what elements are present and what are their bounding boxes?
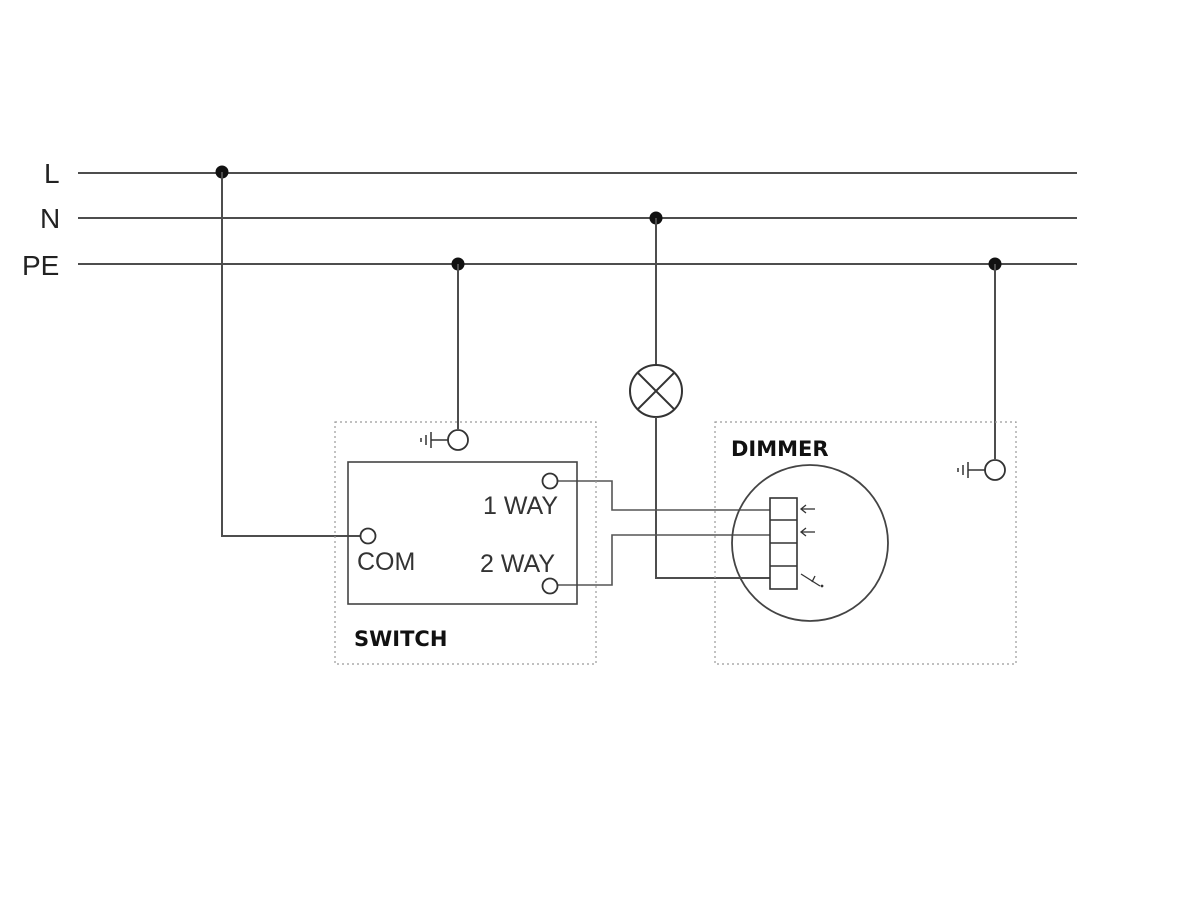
load-terminal-icon [800,573,824,588]
2way-label: 2 WAY [480,550,555,578]
earth-terminal-icon [420,429,469,451]
arrow-left-icon [799,504,815,514]
traveller-2way-wire [558,534,779,586]
lamp-to-dimmer-wire [655,417,779,579]
rail-label-l: L [44,158,60,189]
rail-label-pe: PE [22,250,59,281]
com-label: COM [357,548,415,576]
dimmer-module: DIMMER [714,421,1017,665]
switch-title: SWITCH [354,627,447,651]
switch-enclosure [334,421,597,665]
dimmer-terminal-block [769,497,798,590]
dimmer-title: DIMMER [731,437,829,461]
rail-label-n: N [40,203,60,234]
live-to-com-wire [221,172,362,537]
dimmer-enclosure [714,421,1017,665]
switch-body [347,461,578,605]
2way-terminal [541,577,559,595]
switch-module: COM 1 WAY 2 WAY SWITCH [334,421,597,665]
arrow-left-icon [799,527,815,537]
supply-rails: L N PE [22,158,1077,281]
earth-terminal-icon [957,459,1006,481]
1way-terminal [541,472,559,490]
com-terminal [359,527,377,545]
dimmer-knob [731,464,889,622]
traveller-1way-wire [558,480,779,511]
lamp-icon [629,364,683,418]
1way-label: 1 WAY [483,492,558,520]
